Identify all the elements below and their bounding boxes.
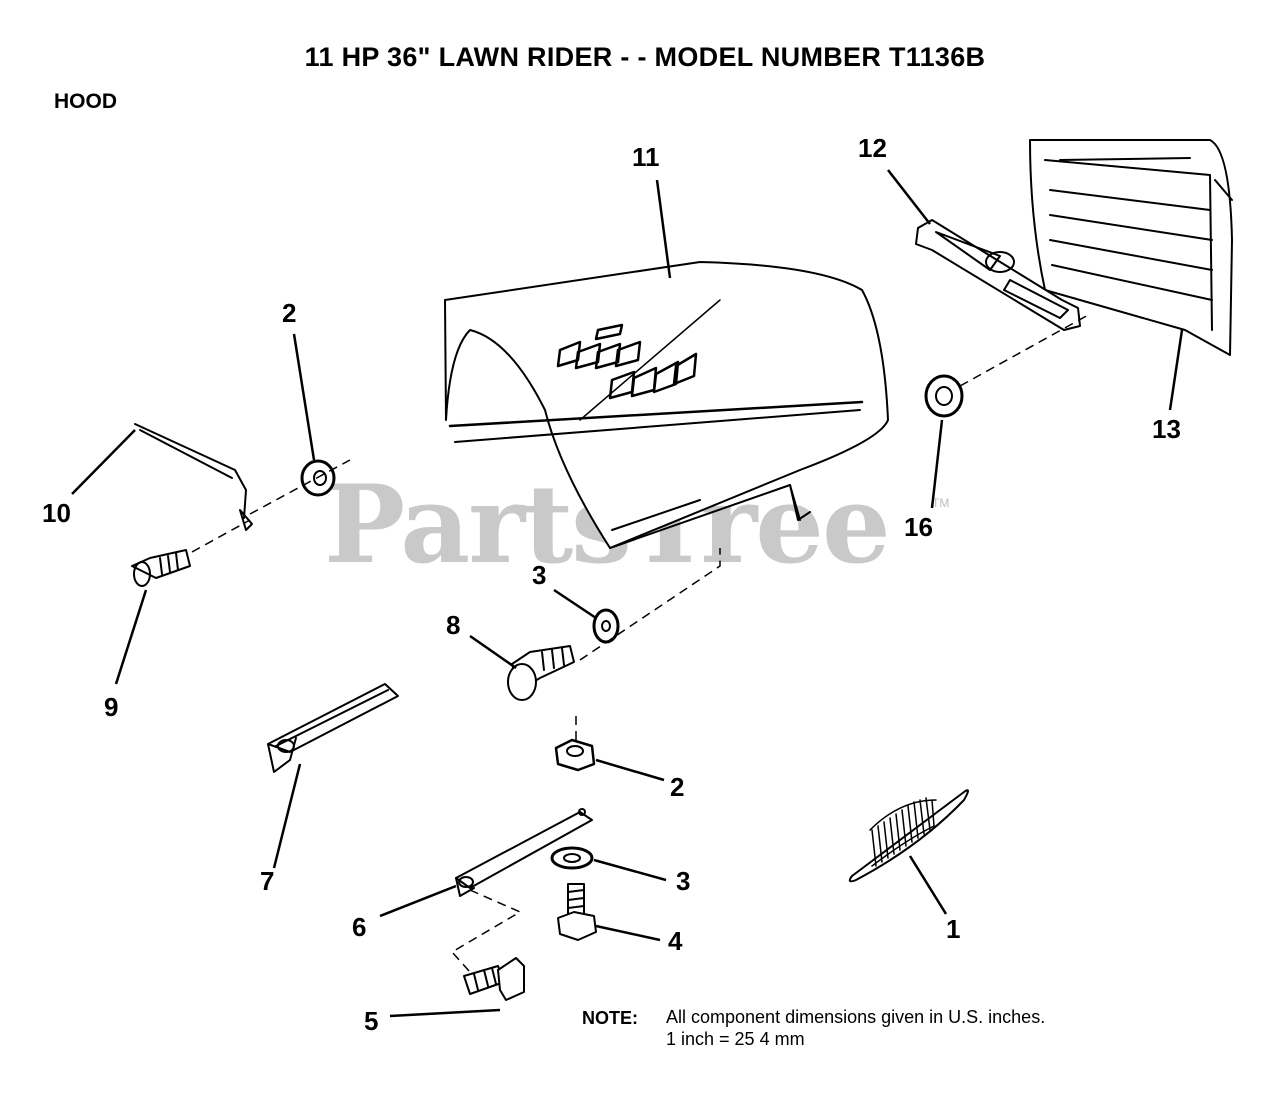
callout-3-upper: 3 [532, 560, 547, 590]
callout-6: 6 [352, 912, 367, 942]
centerline-bracket [450, 889, 522, 973]
note-line-1: All component dimensions given in U.S. i… [666, 1007, 1046, 1027]
leader-1 [908, 855, 948, 915]
callout-4: 4 [668, 926, 683, 956]
diagram-title: 11 HP 36" LAWN RIDER - - MODEL NUMBER T1… [304, 42, 986, 72]
leader-2-lower [595, 758, 665, 782]
callout-2-upper: 2 [282, 298, 297, 328]
callout-3-lower: 3 [676, 866, 691, 896]
support-7-part [267, 683, 399, 773]
grille-bracket-part [915, 219, 1081, 331]
leader-11 [655, 179, 672, 279]
leader-16 [930, 419, 944, 509]
centerline-grille [959, 313, 1091, 387]
bolt-5-part [463, 957, 525, 1001]
callout-5: 5 [364, 1006, 379, 1036]
section-label: HOOD [54, 90, 117, 113]
leader-8 [469, 634, 517, 670]
callout-1: 1 [946, 914, 961, 944]
nut-16-part [924, 374, 964, 418]
leader-10 [71, 429, 136, 495]
leader-13 [1168, 329, 1184, 411]
note-line-2: 1 inch = 25 4 mm [666, 1029, 805, 1049]
centerline-hood-bolt [579, 548, 721, 661]
centerline-screw [191, 519, 251, 553]
leader-9 [114, 589, 148, 685]
centerline-rod [249, 459, 351, 515]
callout-7: 7 [260, 866, 275, 896]
leader-5 [389, 1008, 501, 1018]
note-text: All component dimensions given in U.S. i… [666, 1006, 1045, 1050]
grille-part [1029, 139, 1233, 356]
leader-3-upper [553, 588, 597, 620]
bracket-6-part [455, 808, 593, 897]
hood-rod-part [134, 423, 253, 531]
bolt-4-part [557, 883, 597, 941]
spring-1-part [848, 789, 969, 883]
bolt-8-part [507, 645, 575, 701]
screw-9-part [131, 549, 191, 587]
washer-3-upper-part [592, 608, 620, 644]
leader-7 [272, 763, 302, 869]
watermark-trademark: TM [932, 496, 950, 510]
callout-13: 13 [1152, 414, 1181, 444]
nut-2-lower-part [554, 738, 596, 772]
callout-2-lower: 2 [670, 772, 685, 802]
leader-12 [887, 169, 931, 225]
leader-6 [379, 884, 457, 918]
note-label: NOTE: [582, 1008, 638, 1028]
washer-3-lower-part [550, 846, 594, 870]
callout-16: 16 [904, 512, 933, 542]
callout-10: 10 [42, 498, 71, 528]
leader-4 [595, 924, 661, 942]
callout-9: 9 [104, 692, 119, 722]
callout-8: 8 [446, 610, 461, 640]
leader-3-lower [593, 858, 667, 882]
leader-2-upper [292, 333, 316, 461]
callout-11: 11 [632, 142, 660, 172]
callout-12: 12 [858, 133, 887, 163]
hood-part [444, 261, 889, 549]
